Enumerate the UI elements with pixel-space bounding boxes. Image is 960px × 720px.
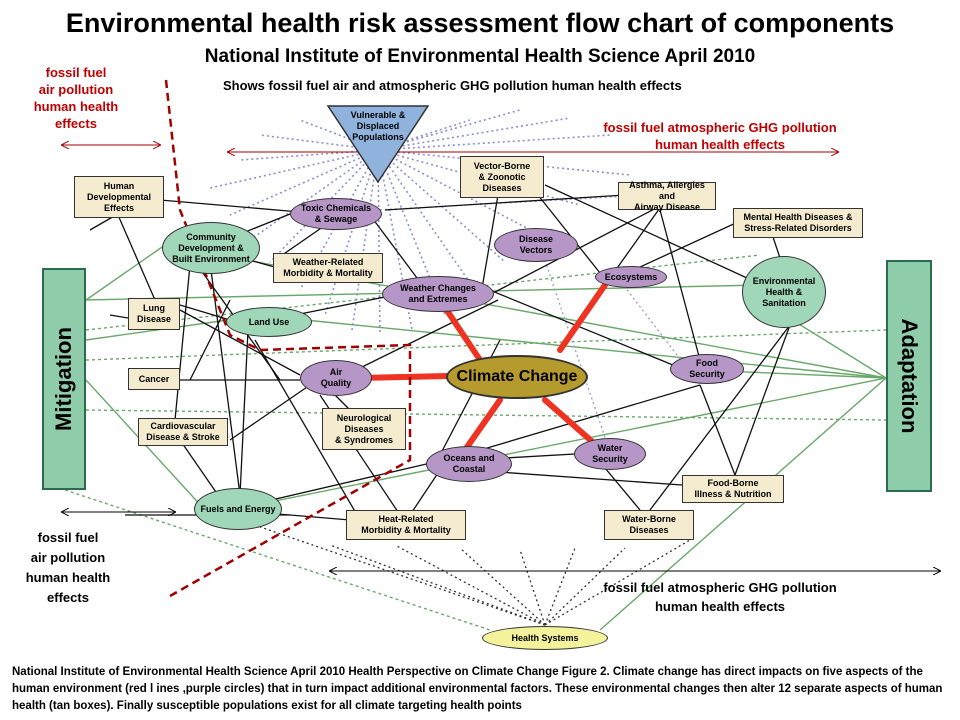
annotation-bottom-right: fossil fuel atmospheric GHG pollution hu… [603,580,837,614]
box-lung-disease: Lung Disease [128,298,180,330]
fossil-boundary [164,79,412,598]
vulnerable-label: Vulnerable & Displaced Populations [350,110,406,142]
box-neurological: Neurological Diseases & Syndromes [322,408,406,450]
node-ecosystems: Ecosystems [595,266,667,288]
box-mental-health: Mental Health Diseases & Stress-Related … [733,208,863,238]
node-land-use: Land Use [226,307,312,337]
annotation-top-right: fossil fuel atmospheric GHG pollution hu… [603,120,837,152]
box-cancer: Cancer [128,368,180,390]
box-weather-morbidity: Weather-Related Morbidity & Mortality [273,253,383,283]
mitigation-label: Mitigation [51,327,76,431]
shows-label: Shows fossil fuel air and atmospheric GH… [223,78,682,93]
node-food-security: Food Security [670,354,744,384]
vulnerable-triangle [326,105,430,184]
box-water-borne: Water-Borne Diseases [604,510,694,540]
box-cardiovascular: Cardiovascular Disease & Stroke [138,418,228,446]
page-title: Environmental health risk assessment flo… [65,8,895,38]
node-air-quality: Air Quality [300,360,372,396]
box-food-borne: Food-Borne Illness & Nutrition [682,475,784,503]
node-fuels-energy: Fuels and Energy [194,488,282,530]
node-community-development: Community Development & Built Environmen… [162,222,260,274]
node-climate-change: Climate Change [446,355,588,399]
annotation-bottom-left: fossil fuel air pollution human health e… [25,530,111,605]
node-oceans-coastal: Oceans and Coastal [426,446,512,482]
node-health-systems: Health Systems [482,626,608,650]
box-asthma: Asthma, Allergies and Airway Disease [618,180,716,212]
annotation-top-left: fossil fuel air pollution human health e… [33,65,119,131]
range-arrows [62,145,838,152]
figure-caption: National Institute of Environmental Heal… [12,666,943,712]
node-weather-changes: Weather Changes and Extremes [382,276,494,312]
node-environmental-health: Environmental Health & Sanitation [742,256,826,328]
node-water-security: Water Security [574,438,646,470]
adaptation-bar: Adaptation [886,260,932,492]
box-human-developmental: Human Developmental Effects [74,176,164,218]
mitigation-bar: Mitigation [42,268,86,490]
box-heat-related: Heat-Related Morbidity & Mortality [346,510,466,540]
page-subtitle: National Institute of Environmental Heal… [204,46,756,67]
box-vector-borne: Vector-Borne & Zoonotic Diseases [460,156,544,198]
node-toxic-chemicals: Toxic Chemicals & Sewage [290,198,382,230]
node-disease-vectors: Disease Vectors [494,228,578,262]
adaptation-label: Adaptation [897,318,922,434]
